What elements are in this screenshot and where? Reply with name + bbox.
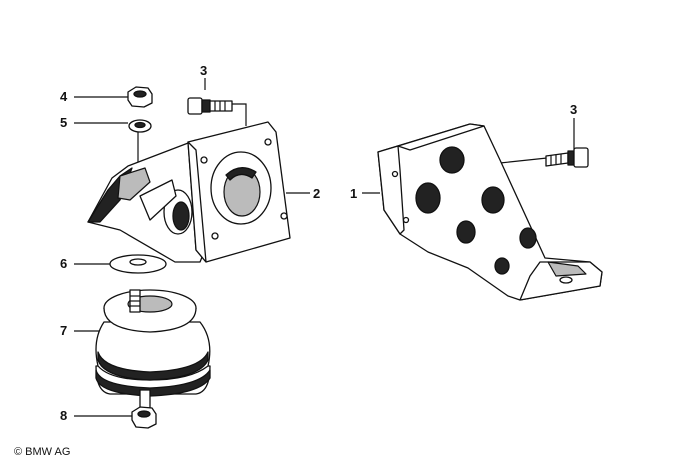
callout-1: 1 — [350, 186, 357, 201]
callout-3-upper: 3 — [200, 63, 207, 78]
bolt-3-upper — [187, 97, 233, 115]
leader-lines — [74, 78, 575, 417]
nut-4 — [127, 86, 153, 108]
callout-8: 8 — [60, 408, 67, 423]
callout-5: 5 — [60, 115, 67, 130]
callout-3-right: 3 — [570, 102, 577, 117]
part-1-bracket — [377, 123, 603, 301]
callout-2: 2 — [313, 186, 320, 201]
washer-5 — [128, 119, 152, 133]
callout-labels: 3 3 4 5 2 1 6 7 8 — [60, 63, 577, 423]
part-2-bracket — [87, 121, 291, 263]
bolt-3-right — [545, 147, 589, 168]
copyright-notice: © BMW AG — [14, 446, 71, 458]
callout-7: 7 — [60, 323, 67, 338]
callout-6: 6 — [60, 256, 67, 271]
nut-8 — [131, 406, 157, 429]
washer-6 — [109, 254, 167, 274]
callout-4: 4 — [60, 89, 68, 104]
engine-mount-7 — [95, 289, 211, 409]
